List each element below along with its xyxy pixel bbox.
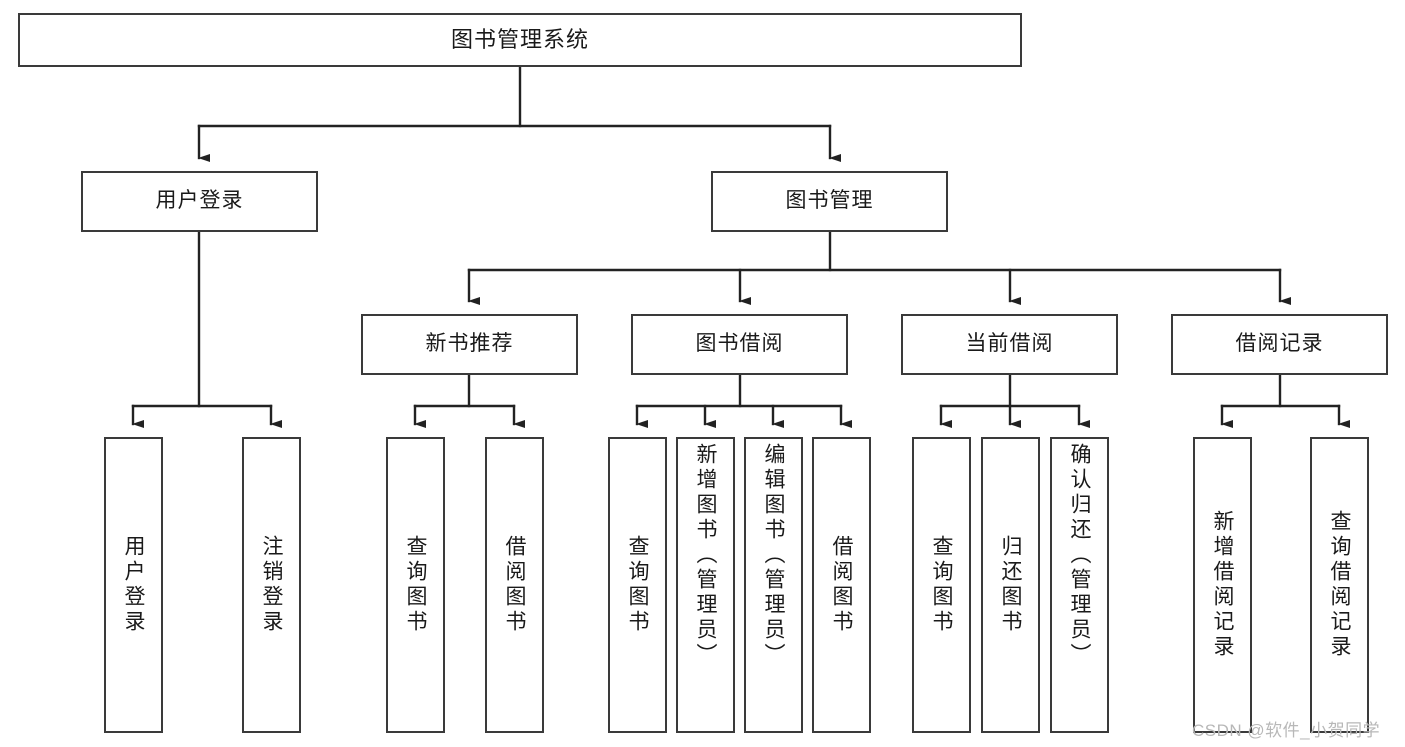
leaf-text-wrap: 新增借阅记录 (1195, 439, 1250, 731)
leaf-current-return-book[interactable]: 归还图书 (981, 437, 1040, 733)
leaf-text-wrap: 用户登录 (106, 439, 161, 731)
watermark-text: CSDN @软件_小贺同学 (1192, 721, 1381, 740)
leaf-text-wrap: 新增图书（管理员） (678, 439, 733, 735)
leaf-text-wrap: 借阅图书 (487, 439, 542, 731)
leaf-text-wrap: 编辑图书（管理员） (746, 439, 801, 735)
node-label: 注销登录 (260, 535, 283, 635)
leaf-borrow-edit-book-admin[interactable]: 编辑图书（管理员） (744, 437, 803, 733)
leaf-recommend-borrow-book[interactable]: 借阅图书 (485, 437, 544, 733)
node-label: 借阅记录 (1235, 332, 1324, 356)
leaf-user-login-login[interactable]: 用户登录 (104, 437, 163, 733)
leaf-text-wrap: 查询借阅记录 (1312, 439, 1367, 731)
node-label: 图书借阅 (695, 332, 784, 356)
node-label: 查询图书 (404, 535, 427, 635)
csdn-watermark: CSDN @软件_小贺同学 (1192, 716, 1380, 741)
leaf-text-wrap: 注销登录 (244, 439, 299, 731)
node-label: 查询图书 (626, 535, 649, 635)
node-label: 借阅图书 (503, 535, 526, 635)
leaf-record-query-record[interactable]: 查询借阅记录 (1310, 437, 1369, 733)
leaf-borrow-query-book[interactable]: 查询图书 (608, 437, 667, 733)
node-label: 图书管理系统 (450, 27, 589, 53)
node-user-login[interactable]: 用户登录 (81, 171, 318, 232)
node-current-borrow[interactable]: 当前借阅 (901, 314, 1118, 375)
leaf-record-add-record[interactable]: 新增借阅记录 (1193, 437, 1252, 733)
leaf-current-query-book[interactable]: 查询图书 (912, 437, 971, 733)
node-label: 查询借阅记录 (1328, 510, 1351, 660)
node-label: 新增借阅记录 (1211, 510, 1234, 660)
leaf-borrow-borrow-book[interactable]: 借阅图书 (812, 437, 871, 733)
node-root-system[interactable]: 图书管理系统 (18, 13, 1022, 67)
node-book-borrow[interactable]: 图书借阅 (631, 314, 848, 375)
node-label: 新书推荐 (425, 332, 514, 356)
node-label: 图书管理 (785, 189, 874, 213)
node-label: 新增图书（管理员） (694, 443, 717, 668)
node-label: 查询图书 (930, 535, 953, 635)
node-label: 用户登录 (122, 535, 145, 635)
leaf-text-wrap: 查询图书 (914, 439, 969, 731)
leaf-borrow-add-book-admin[interactable]: 新增图书（管理员） (676, 437, 735, 733)
node-borrow-record[interactable]: 借阅记录 (1171, 314, 1388, 375)
node-book-management[interactable]: 图书管理 (711, 171, 948, 232)
leaf-text-wrap: 借阅图书 (814, 439, 869, 731)
node-label: 编辑图书（管理员） (762, 443, 785, 668)
node-label: 当前借阅 (965, 332, 1054, 356)
node-new-book-recommend[interactable]: 新书推荐 (361, 314, 578, 375)
node-label: 借阅图书 (830, 535, 853, 635)
leaf-current-confirm-return-admin[interactable]: 确认归还（管理员） (1050, 437, 1109, 733)
leaf-recommend-query-book[interactable]: 查询图书 (386, 437, 445, 733)
leaf-text-wrap: 确认归还（管理员） (1052, 439, 1107, 735)
leaf-text-wrap: 查询图书 (388, 439, 443, 731)
node-label: 确认归还（管理员） (1068, 443, 1091, 668)
leaf-text-wrap: 归还图书 (983, 439, 1038, 731)
node-label: 用户登录 (155, 189, 244, 213)
leaf-user-login-logout[interactable]: 注销登录 (242, 437, 301, 733)
node-label: 归还图书 (999, 535, 1022, 635)
leaf-text-wrap: 查询图书 (610, 439, 665, 731)
